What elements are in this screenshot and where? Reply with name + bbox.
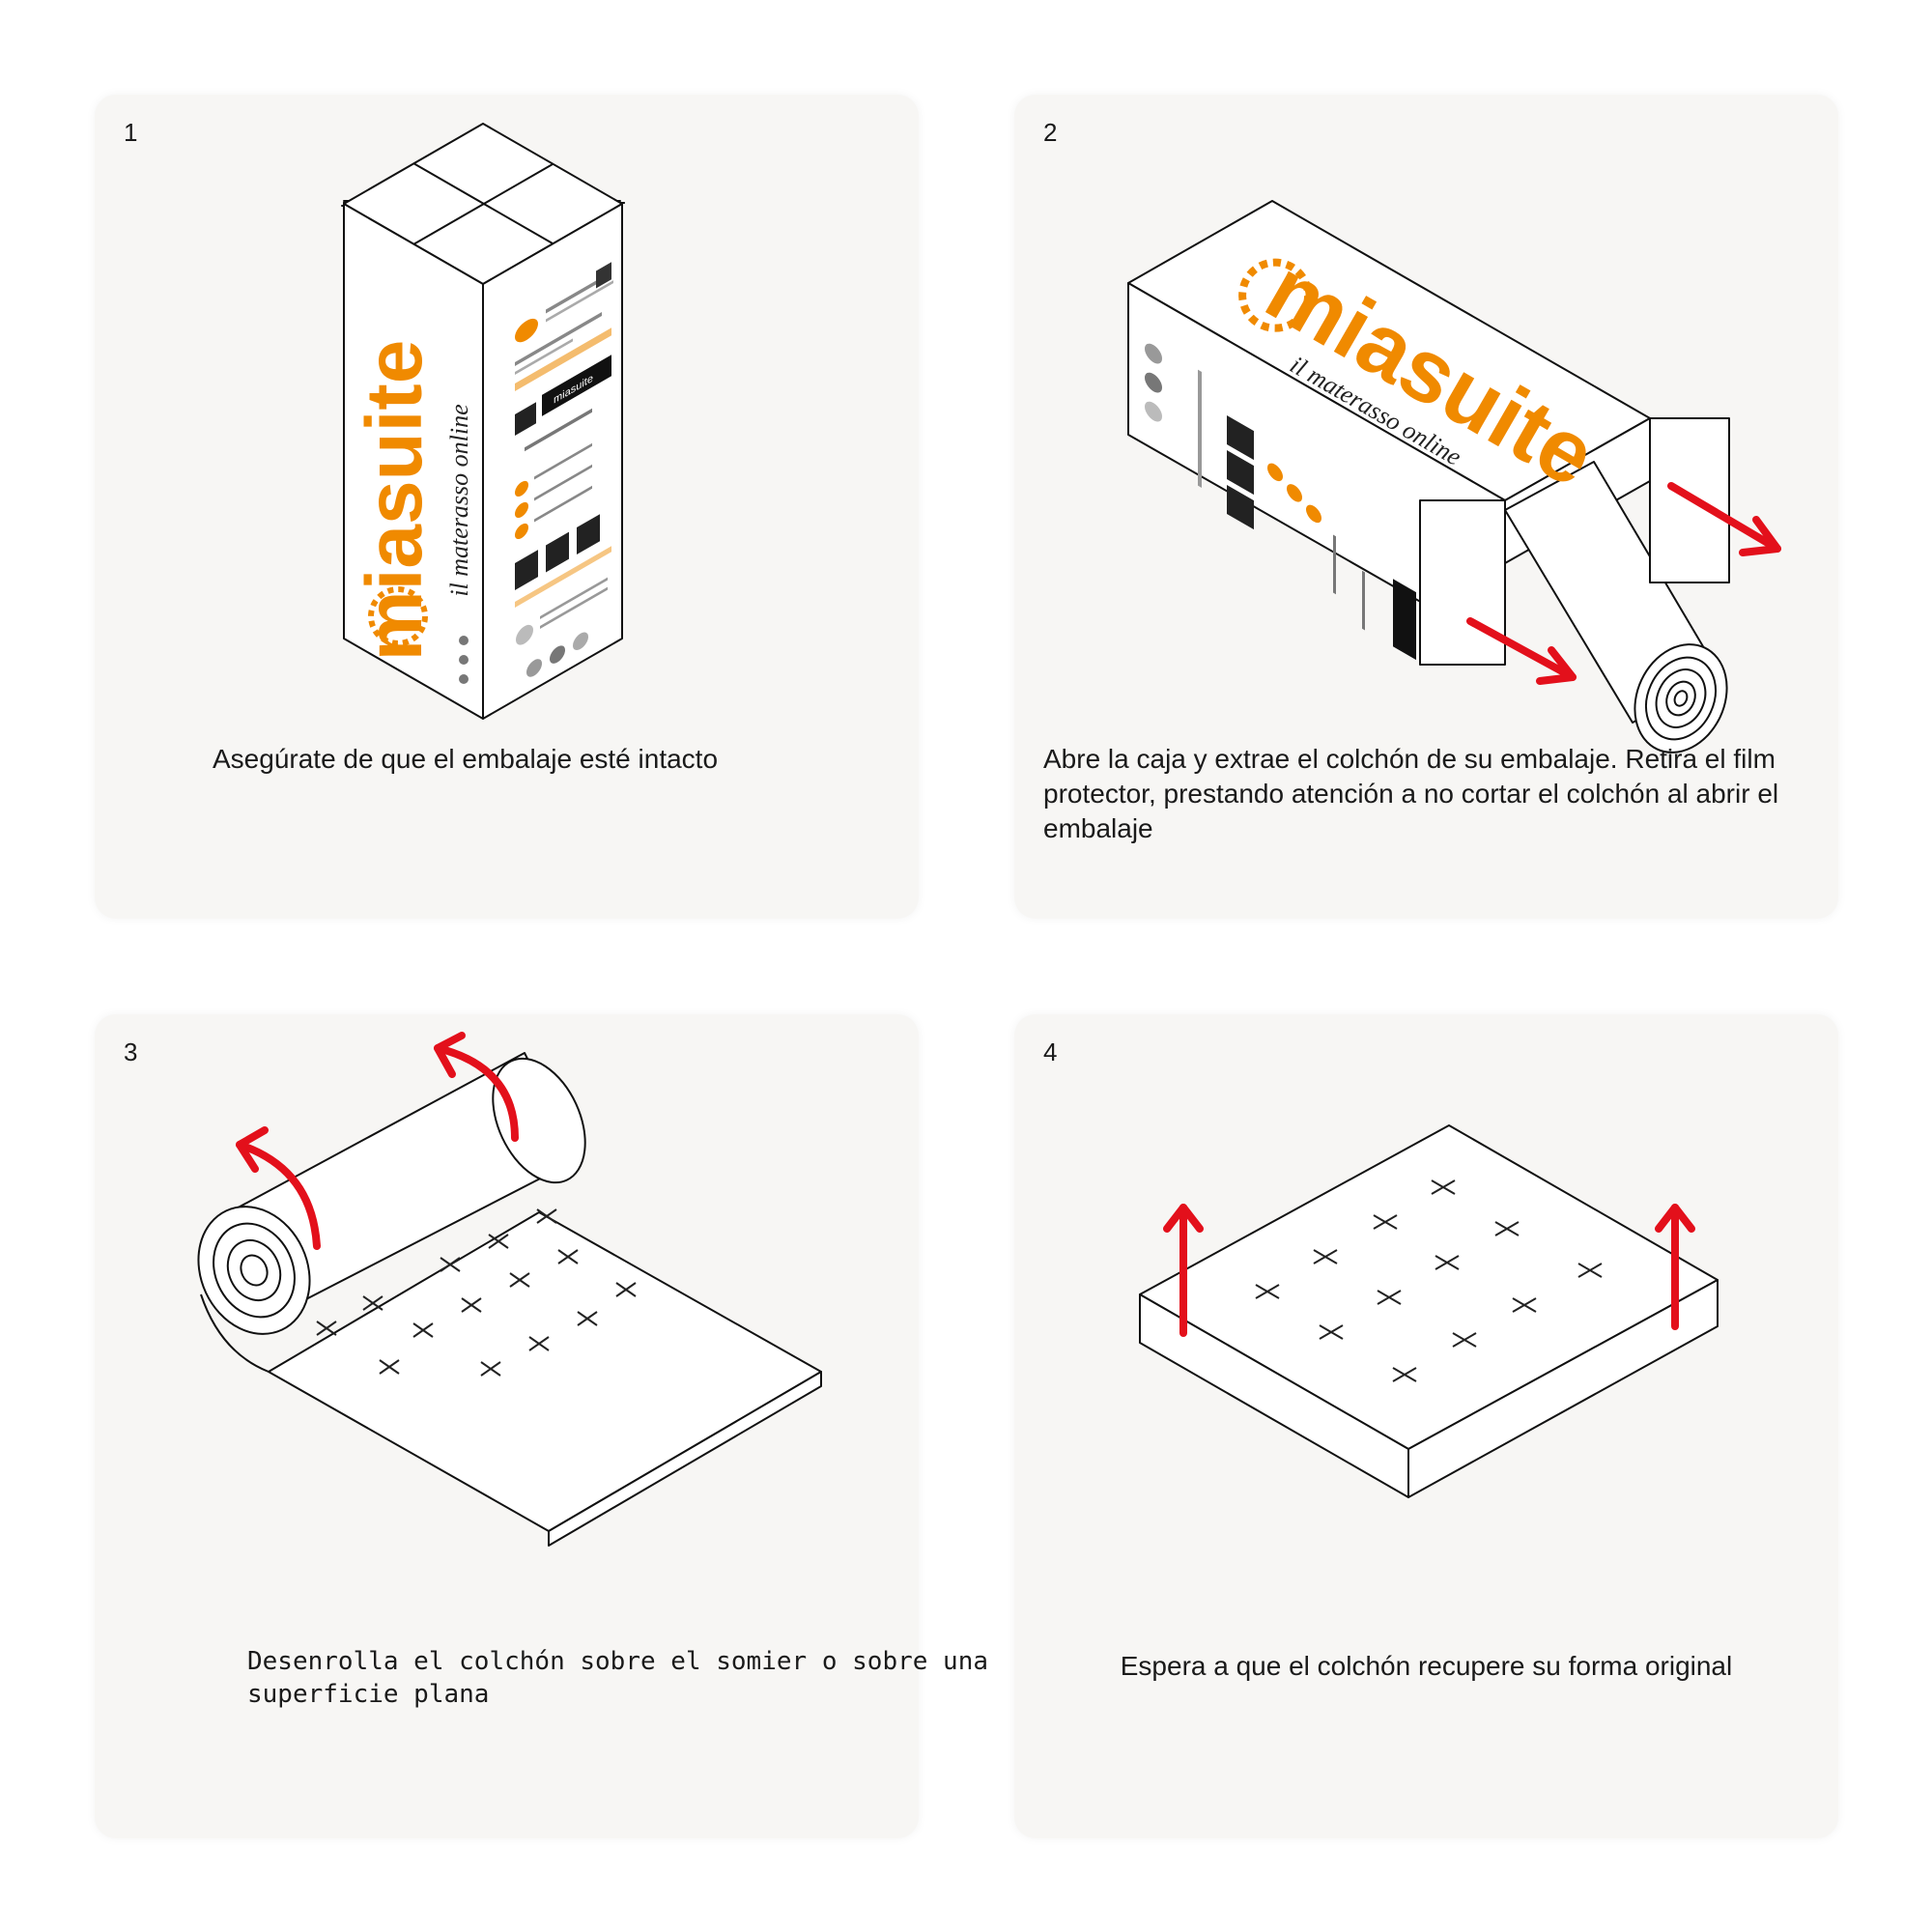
unrolling-mattress-icon: [197, 1032, 822, 1547]
unroll-arrow-icon: [236, 1126, 321, 1250]
step-caption: Espera a que el colchón recupere su form…: [1120, 1651, 1733, 1681]
brand-tagline: il materasso online: [445, 404, 473, 596]
pull-arrow-icon: [1667, 482, 1781, 556]
step-caption: Desenrolla el colchón sobre el somier o …: [247, 1647, 989, 1709]
rise-arrow-icon: [1655, 1204, 1695, 1330]
step-number: 3: [124, 1037, 138, 1066]
mattress-quilting-marks: [316, 1208, 637, 1377]
rise-arrow-icon: [1163, 1204, 1204, 1337]
brand-symbol-icon: [368, 586, 469, 684]
box-label-graphics: miasuite: [515, 262, 613, 677]
open-box-rolled-mattress-icon: miasuite il materasso online: [1127, 200, 1781, 753]
expanding-mattress-icon: [1139, 1124, 1719, 1498]
box-label-graphics: [1145, 343, 1416, 661]
step-4-panel: 4 Espera a que el colchón recupere: [1014, 1014, 1838, 1838]
mattress-quilting-marks: [1255, 1179, 1603, 1382]
mattress-box-icon: miasuite il materasso online miasuite: [341, 123, 625, 720]
brand-logo-text: miasuite: [351, 340, 439, 662]
step-caption: Asegúrate de que el embalaje esté intact…: [213, 744, 719, 774]
step-number: 4: [1043, 1037, 1058, 1066]
step-1-panel: 1 miasuite il materasso o: [95, 95, 919, 919]
unroll-arrow-icon: [434, 1032, 519, 1142]
step-2-panel: 2 miasuite il materasso online: [1014, 95, 1838, 919]
step-number: 2: [1043, 118, 1058, 147]
step-number: 1: [124, 118, 138, 147]
step-caption: Abre la caja y extrae el colchón de su e…: [1043, 744, 1779, 843]
pull-arrow-icon: [1466, 617, 1577, 685]
step-3-panel: 3: [95, 1014, 988, 1838]
